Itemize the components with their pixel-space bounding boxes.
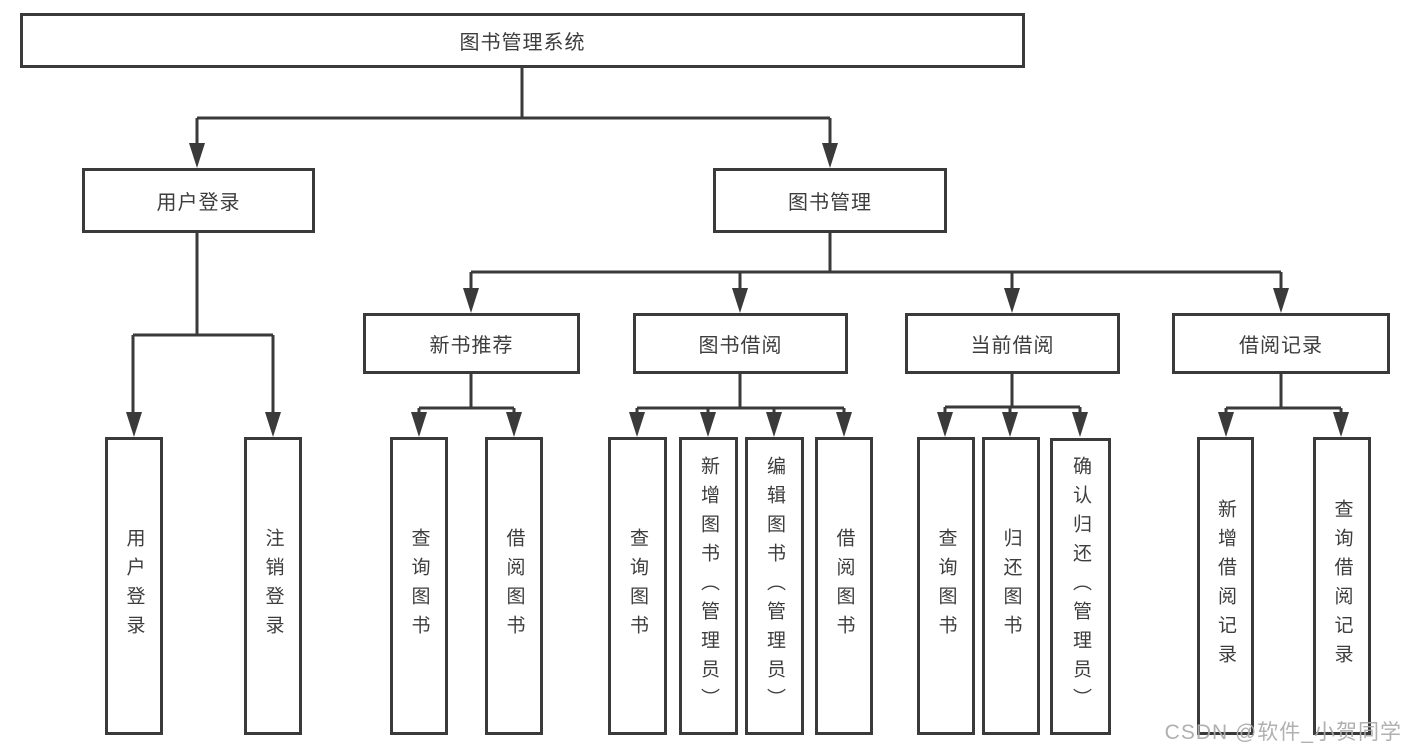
arrowhead bbox=[1333, 412, 1349, 437]
leaf-label: 查询借阅记录 bbox=[1331, 499, 1353, 673]
leaf-edit-book-admin: 编辑图书（管理员） bbox=[745, 437, 804, 735]
arrowhead bbox=[1002, 412, 1018, 437]
node-label: 用户登录 bbox=[156, 192, 241, 214]
leaf-label: 用户登录 bbox=[123, 528, 145, 644]
node-library-management-system: 图书管理系统 bbox=[20, 13, 1025, 68]
arrowhead bbox=[189, 143, 205, 168]
node-label: 图书借阅 bbox=[698, 335, 783, 357]
node-new-book-recommend: 新书推荐 bbox=[363, 313, 580, 374]
leaf-return-book: 归还图书 bbox=[982, 437, 1040, 735]
arrowhead bbox=[766, 412, 782, 437]
connector-book-management-to-level3 bbox=[469, 233, 1283, 292]
node-label: 借阅记录 bbox=[1239, 335, 1323, 357]
arrowheads bbox=[126, 143, 1349, 437]
leaf-label: 新增图书（管理员） bbox=[698, 455, 719, 717]
leaf-query-borrow-record: 查询借阅记录 bbox=[1313, 437, 1371, 735]
leaf-query-books-recommend: 查询图书 bbox=[390, 437, 448, 735]
arrowhead bbox=[836, 412, 852, 437]
leaf-label: 查询图书 bbox=[935, 528, 957, 644]
node-borrowing-records: 借阅记录 bbox=[1172, 313, 1390, 374]
arrowhead bbox=[1004, 288, 1020, 313]
node-user-login: 用户登录 bbox=[82, 168, 315, 233]
leaf-label: 借阅图书 bbox=[503, 528, 525, 644]
leaf-label: 新增借阅记录 bbox=[1215, 499, 1236, 673]
arrowhead bbox=[1072, 412, 1088, 437]
connector-new-book-to-leaves bbox=[417, 374, 516, 414]
arrowhead bbox=[506, 412, 522, 437]
arrowhead bbox=[463, 288, 479, 313]
node-label: 图书管理系统 bbox=[459, 32, 586, 54]
connector-book-borrow-to-leaves bbox=[635, 374, 846, 414]
connector-borrow-record-to-leaves bbox=[1224, 374, 1343, 414]
leaf-borrow-books-recommend: 借阅图书 bbox=[485, 437, 543, 735]
leaf-label: 确认归还（管理员） bbox=[1070, 456, 1091, 717]
arrowhead bbox=[126, 412, 142, 437]
watermark-text: CSDN @软件_小贺同学 bbox=[1164, 721, 1402, 744]
arrowhead bbox=[1273, 288, 1289, 313]
arrowhead bbox=[411, 412, 427, 437]
arrowhead bbox=[700, 412, 716, 437]
leaf-label: 编辑图书（管理员） bbox=[764, 455, 785, 717]
arrowhead bbox=[265, 412, 281, 437]
leaf-label: 查询图书 bbox=[408, 528, 430, 644]
connector-root-to-level2 bbox=[195, 68, 832, 146]
arrowhead bbox=[732, 288, 748, 313]
leaf-user-login: 用户登录 bbox=[105, 437, 163, 735]
leaf-query-books-current: 查询图书 bbox=[917, 437, 975, 735]
leaf-label: 借阅图书 bbox=[833, 528, 855, 644]
leaf-label: 注销登录 bbox=[262, 528, 284, 644]
leaf-confirm-return-admin: 确认归还（管理员） bbox=[1050, 438, 1111, 735]
arrowhead bbox=[937, 412, 953, 437]
connector-current-borrow-to-leaves bbox=[943, 374, 1082, 414]
node-book-borrowing: 图书借阅 bbox=[633, 313, 848, 374]
node-label: 图书管理 bbox=[788, 192, 872, 214]
arrowhead bbox=[1218, 412, 1234, 437]
leaf-logout: 注销登录 bbox=[244, 437, 302, 735]
node-label: 新书推荐 bbox=[429, 335, 514, 357]
leaf-query-books-borrow: 查询图书 bbox=[608, 437, 667, 735]
leaf-add-book-admin: 新增图书（管理员） bbox=[679, 437, 738, 735]
node-label: 当前借阅 bbox=[970, 335, 1055, 357]
leaf-add-borrow-record: 新增借阅记录 bbox=[1197, 437, 1254, 735]
leaf-borrow-books: 借阅图书 bbox=[815, 437, 873, 735]
arrowhead bbox=[629, 412, 645, 437]
arrowhead bbox=[822, 143, 838, 168]
node-current-borrowing: 当前借阅 bbox=[905, 313, 1120, 374]
leaf-label: 查询图书 bbox=[627, 528, 648, 644]
leaf-label: 归还图书 bbox=[1000, 528, 1022, 644]
node-book-management: 图书管理 bbox=[713, 168, 947, 233]
connector-user-login-to-leaves bbox=[131, 233, 275, 414]
